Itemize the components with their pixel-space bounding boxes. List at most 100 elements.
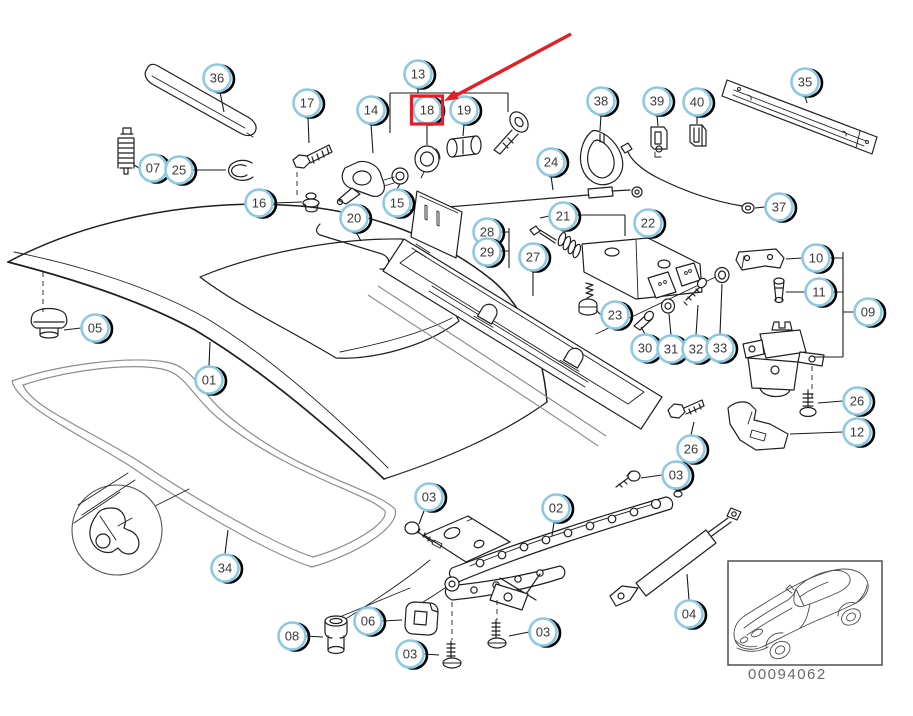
callout-circle[interactable] — [244, 188, 274, 218]
callout-25[interactable]: 25 — [164, 155, 198, 186]
callout-circle[interactable] — [164, 155, 194, 185]
image-code: 00094062 — [748, 666, 827, 683]
callout-circle[interactable] — [842, 386, 872, 416]
callout-circle[interactable] — [548, 201, 578, 231]
callout-circle[interactable] — [292, 88, 322, 118]
callout-circle[interactable] — [541, 493, 571, 523]
callout-circle[interactable] — [676, 434, 706, 464]
callout-circle[interactable] — [764, 192, 794, 222]
callout-circle[interactable] — [705, 333, 735, 363]
callout-35[interactable]: 35 — [790, 67, 824, 98]
callout-label: 14 — [364, 103, 378, 118]
bowden-cable-37-drawing — [620, 142, 755, 214]
callout-label: 12 — [850, 425, 864, 440]
callout-circle[interactable] — [414, 482, 444, 512]
callout-10[interactable]: 10 — [801, 243, 835, 274]
callout-label: 16 — [252, 196, 266, 211]
callout-circle[interactable] — [674, 599, 704, 629]
highlight-arrow-line — [454, 32, 572, 98]
callout-circle[interactable] — [633, 208, 663, 238]
callout-circle[interactable] — [804, 277, 834, 307]
callout-07[interactable]: 07 — [138, 153, 172, 184]
callout-circle[interactable] — [194, 365, 224, 395]
callout-02[interactable]: 02 — [541, 493, 575, 524]
callout-label: 01 — [202, 373, 216, 388]
callout-circle[interactable] — [536, 147, 566, 177]
callout-label: 35 — [798, 75, 812, 90]
callout-36[interactable]: 36 — [202, 63, 236, 94]
callout-04[interactable]: 04 — [674, 599, 708, 630]
callout-label: 11 — [812, 285, 826, 300]
callout-circle[interactable] — [202, 63, 232, 93]
callout-circle[interactable] — [403, 59, 433, 89]
callout-circle[interactable] — [528, 617, 558, 647]
callout-16[interactable]: 16 — [244, 188, 278, 219]
callout-label: 36 — [210, 71, 224, 86]
callout-19[interactable]: 19 — [449, 95, 483, 126]
callout-03[interactable]: 03 — [528, 617, 562, 648]
callout-20[interactable]: 20 — [339, 203, 373, 234]
callout-label: 02 — [549, 501, 563, 516]
callout-40[interactable]: 40 — [682, 87, 716, 118]
callout-circle[interactable] — [682, 87, 712, 117]
callout-14[interactable]: 14 — [356, 95, 390, 126]
callout-34[interactable]: 34 — [210, 553, 244, 584]
callout-label: 07 — [146, 161, 160, 176]
callout-03[interactable]: 03 — [395, 639, 429, 670]
callout-17[interactable]: 17 — [292, 88, 326, 119]
callout-label: 03 — [536, 625, 550, 640]
callout-24[interactable]: 24 — [536, 147, 570, 178]
callout-circle[interactable] — [382, 188, 412, 218]
callout-circle[interactable] — [790, 67, 820, 97]
callout-circle[interactable] — [395, 639, 425, 669]
cube-nut-06-drawing — [404, 601, 439, 636]
callout-23[interactable]: 23 — [600, 300, 634, 331]
callout-26[interactable]: 26 — [842, 386, 876, 417]
callout-circle[interactable] — [210, 553, 240, 583]
callout-label: 24 — [544, 155, 558, 170]
callout-18[interactable]: 18 — [409, 94, 446, 126]
callout-circle[interactable] — [356, 95, 386, 125]
callout-circle[interactable] — [449, 95, 479, 125]
callout-circle[interactable] — [853, 297, 883, 327]
callout-09[interactable]: 09 — [853, 297, 887, 328]
callout-circle[interactable] — [600, 300, 630, 330]
callout-21[interactable]: 21 — [548, 201, 582, 232]
callout-27[interactable]: 27 — [518, 242, 552, 273]
callout-circle[interactable] — [518, 242, 548, 272]
screw-03-hinge-drawing — [404, 521, 433, 543]
callout-29[interactable]: 29 — [472, 237, 506, 268]
callout-circle[interactable] — [80, 313, 110, 343]
callout-circle[interactable] — [661, 460, 691, 490]
trunk-seal-drawing — [11, 359, 396, 568]
callout-33[interactable]: 33 — [705, 333, 739, 364]
callout-01[interactable]: 01 — [194, 365, 228, 396]
callout-13[interactable]: 13 — [403, 59, 437, 90]
callout-37[interactable]: 37 — [764, 192, 798, 223]
callout-22[interactable]: 22 — [633, 208, 667, 239]
callout-label: 15 — [390, 196, 404, 211]
callout-15[interactable]: 15 — [382, 188, 416, 219]
callout-03[interactable]: 03 — [414, 482, 448, 513]
callout-39[interactable]: 39 — [642, 86, 676, 117]
callout-circle[interactable] — [642, 86, 672, 116]
screw-23-drawing — [578, 282, 598, 316]
callout-08[interactable]: 08 — [277, 621, 311, 652]
callout-12[interactable]: 12 — [842, 417, 876, 448]
callout-38[interactable]: 38 — [586, 86, 620, 117]
callout-11[interactable]: 11 — [804, 277, 838, 308]
callout-05[interactable]: 05 — [80, 313, 114, 344]
callout-circle[interactable] — [339, 203, 369, 233]
callout-circle[interactable] — [801, 243, 831, 273]
callout-32[interactable]: 32 — [681, 334, 715, 365]
callout-circle[interactable] — [277, 621, 307, 651]
callout-03[interactable]: 03 — [661, 460, 695, 491]
callout-circle[interactable] — [842, 417, 872, 447]
pin-11-drawing — [773, 277, 785, 304]
callout-26[interactable]: 26 — [676, 434, 710, 465]
callout-06[interactable]: 06 — [353, 606, 387, 637]
hinge-assembly-drawing — [343, 490, 683, 640]
callout-circle[interactable] — [472, 237, 502, 267]
callout-circle[interactable] — [586, 86, 616, 116]
callout-circle[interactable] — [353, 606, 383, 636]
